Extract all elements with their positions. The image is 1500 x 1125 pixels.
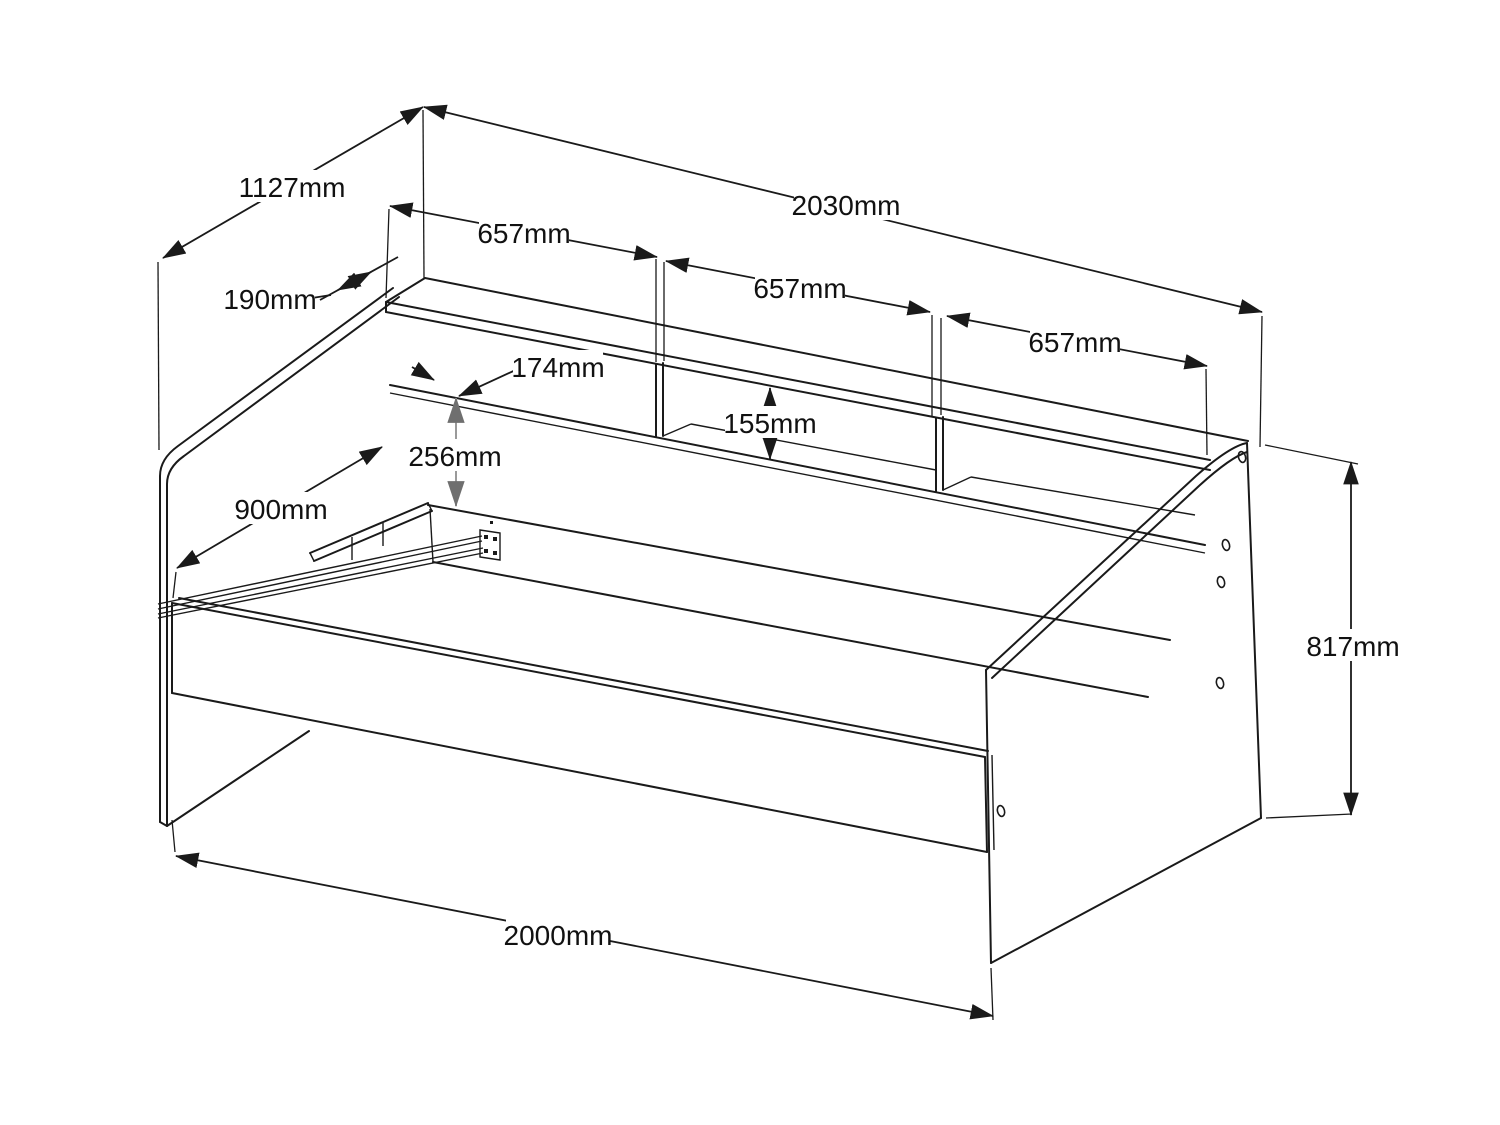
dim-label-1127: 1127mm <box>239 170 346 203</box>
dim-label-817: 817mm <box>1306 629 1400 662</box>
dim-leader-174 <box>458 367 521 397</box>
dim-label-900: 900mm <box>234 492 328 525</box>
dim-label-2030: 2030mm <box>792 188 901 221</box>
dim-label-657b: 657mm <box>753 271 847 304</box>
svg-text:1127mm: 1127mm <box>239 172 346 203</box>
support-bracket-arm <box>157 521 501 619</box>
dim-leader-190 <box>311 294 332 299</box>
dim-arrow-190b <box>347 271 372 290</box>
dim-label-256: 256mm <box>408 439 502 472</box>
svg-text:657mm: 657mm <box>753 273 846 304</box>
headboard-cubbies <box>389 362 1206 554</box>
dim-label-2000: 2000mm <box>504 918 613 951</box>
right-end-panel <box>985 442 1262 964</box>
front-rail <box>171 597 995 853</box>
svg-text:817mm: 817mm <box>1306 631 1399 662</box>
svg-text:657mm: 657mm <box>477 218 570 249</box>
dim-arrow-190a <box>337 272 362 291</box>
svg-text:256mm: 256mm <box>408 441 501 472</box>
svg-text:190mm: 190mm <box>223 284 316 315</box>
dimension-labels: 1127mm 2030mm 657mm 657mm 657mm 190mm 17… <box>223 170 1400 951</box>
svg-text:2030mm: 2030mm <box>792 190 901 221</box>
cam-lock-holes <box>996 450 1247 818</box>
svg-text:657mm: 657mm <box>1028 327 1121 358</box>
svg-text:2000mm: 2000mm <box>504 920 613 951</box>
dimension-lines <box>162 104 1359 1020</box>
bed-platform <box>309 502 1171 698</box>
dim-label-657c: 657mm <box>1028 325 1122 358</box>
svg-text:900mm: 900mm <box>234 494 327 525</box>
svg-text:155mm: 155mm <box>723 408 816 439</box>
dim-label-155: 155mm <box>723 406 817 439</box>
dim-label-174: 174mm <box>511 350 605 383</box>
dim-label-657a: 657mm <box>477 216 571 249</box>
dim-arrow-174b <box>410 361 435 381</box>
svg-text:174mm: 174mm <box>511 352 604 383</box>
dim-label-190: 190mm <box>223 282 317 315</box>
